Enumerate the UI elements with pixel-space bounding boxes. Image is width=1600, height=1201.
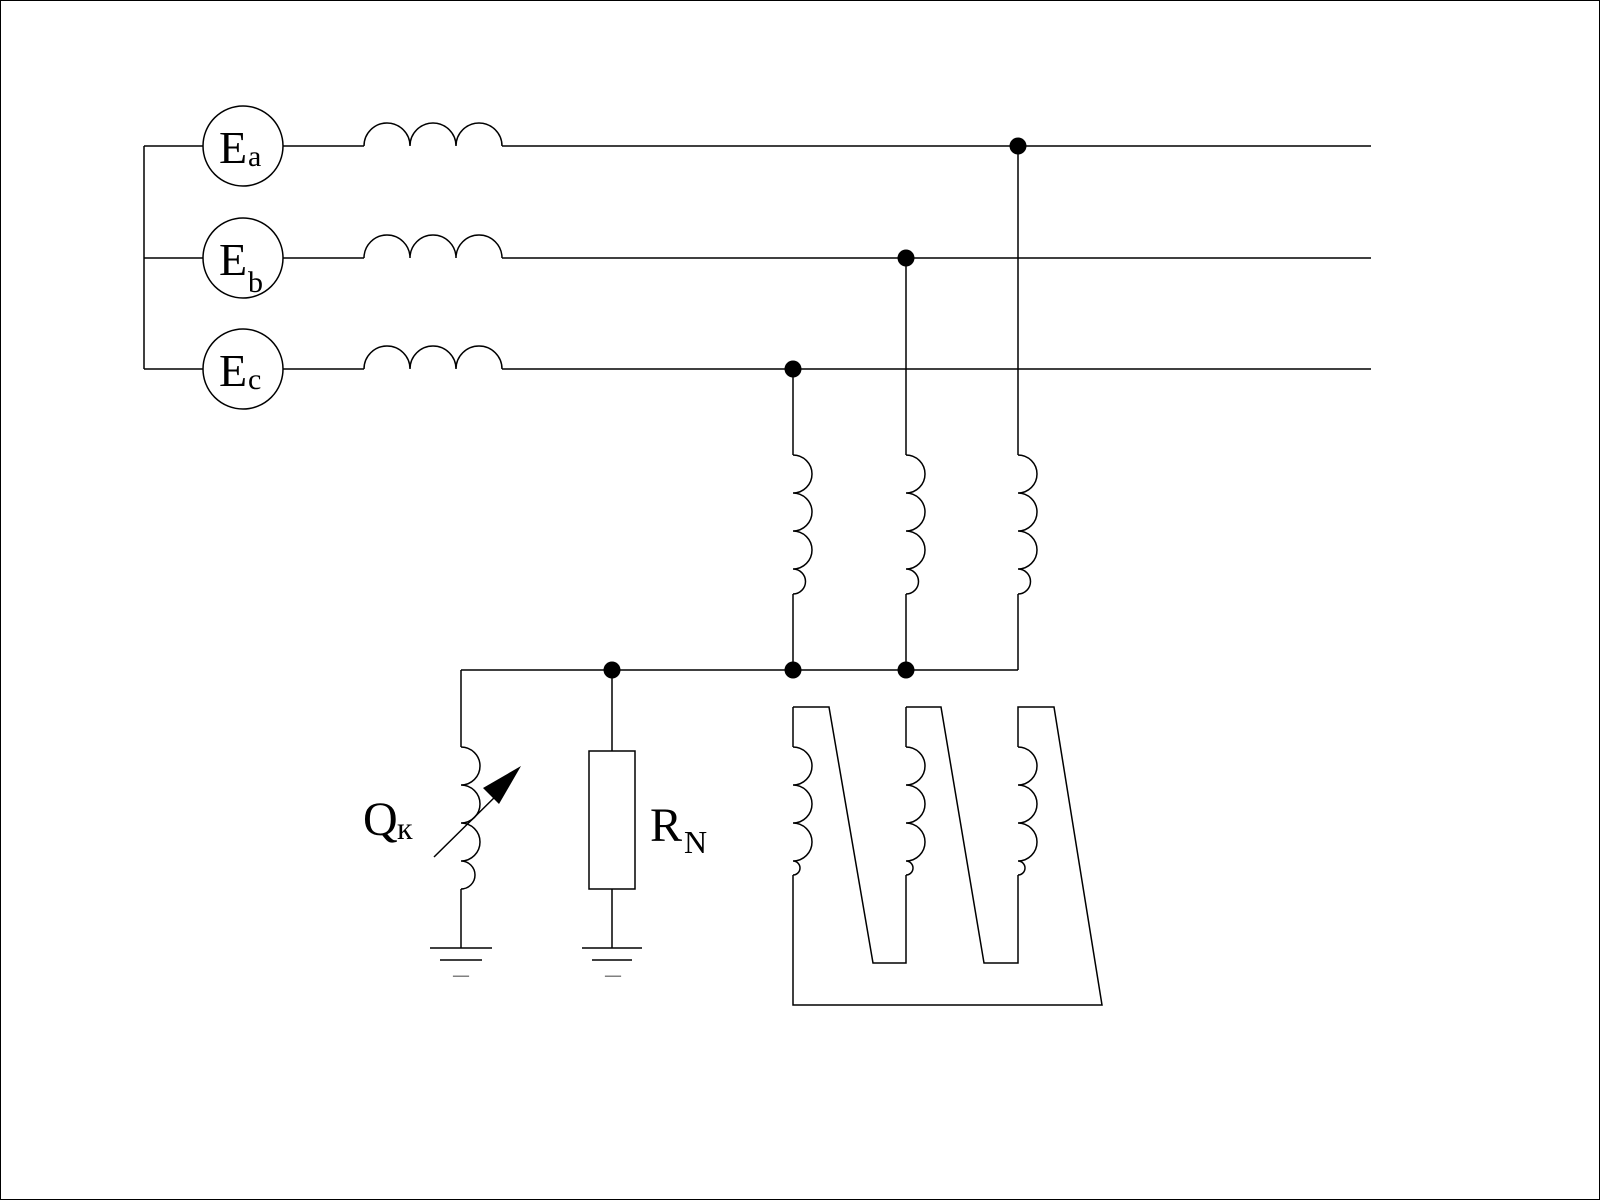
junction-neutral-resistor — [603, 661, 621, 679]
line-c — [283, 345, 1371, 370]
line-b — [283, 234, 1371, 259]
neutral-resistor: R N — [588, 670, 707, 948]
line-a — [283, 122, 1371, 147]
source-ea-subscript: a — [248, 140, 261, 173]
reactor-label-subscript: к — [397, 810, 413, 846]
source-ea-label: E — [219, 122, 247, 173]
source-ec-label: E — [219, 345, 247, 396]
source-ea: E a — [202, 105, 284, 187]
junction-neutral-c — [784, 661, 802, 679]
line-c-inductor — [363, 345, 503, 370]
line-a-inductor — [363, 122, 503, 147]
source-ec: E c — [202, 328, 284, 410]
ground-symbol-resistor: — — [582, 947, 642, 984]
resistor-label-subscript: N — [684, 824, 707, 860]
ground-mark-resistor: — — [604, 967, 622, 984]
junction-nodes — [603, 137, 1027, 679]
reactor-adjust-arrow — [433, 790, 502, 858]
line-b-inductor — [363, 234, 503, 259]
junction-line-c — [784, 360, 802, 378]
resistor-label: R — [650, 799, 682, 852]
source-common-bus — [143, 145, 203, 370]
transformer-secondary-windings — [792, 706, 1103, 1006]
source-eb: E b — [202, 217, 284, 299]
junction-line-b — [897, 249, 915, 267]
transformer-primary-b — [905, 258, 926, 670]
source-eb-subscript: b — [248, 266, 263, 299]
junction-neutral-b — [897, 661, 915, 679]
arc-suppression-reactor: Q к — [363, 670, 521, 948]
ground-symbol-reactor: — — [430, 947, 492, 984]
reactor-label: Q — [363, 793, 398, 846]
source-ec-subscript: c — [248, 363, 261, 396]
ground-mark-reactor: — — [452, 967, 470, 984]
junction-line-a — [1009, 137, 1027, 155]
transformer-primary-a — [1017, 146, 1038, 670]
transformer-primary-c — [792, 369, 813, 670]
source-eb-label: E — [219, 234, 247, 285]
